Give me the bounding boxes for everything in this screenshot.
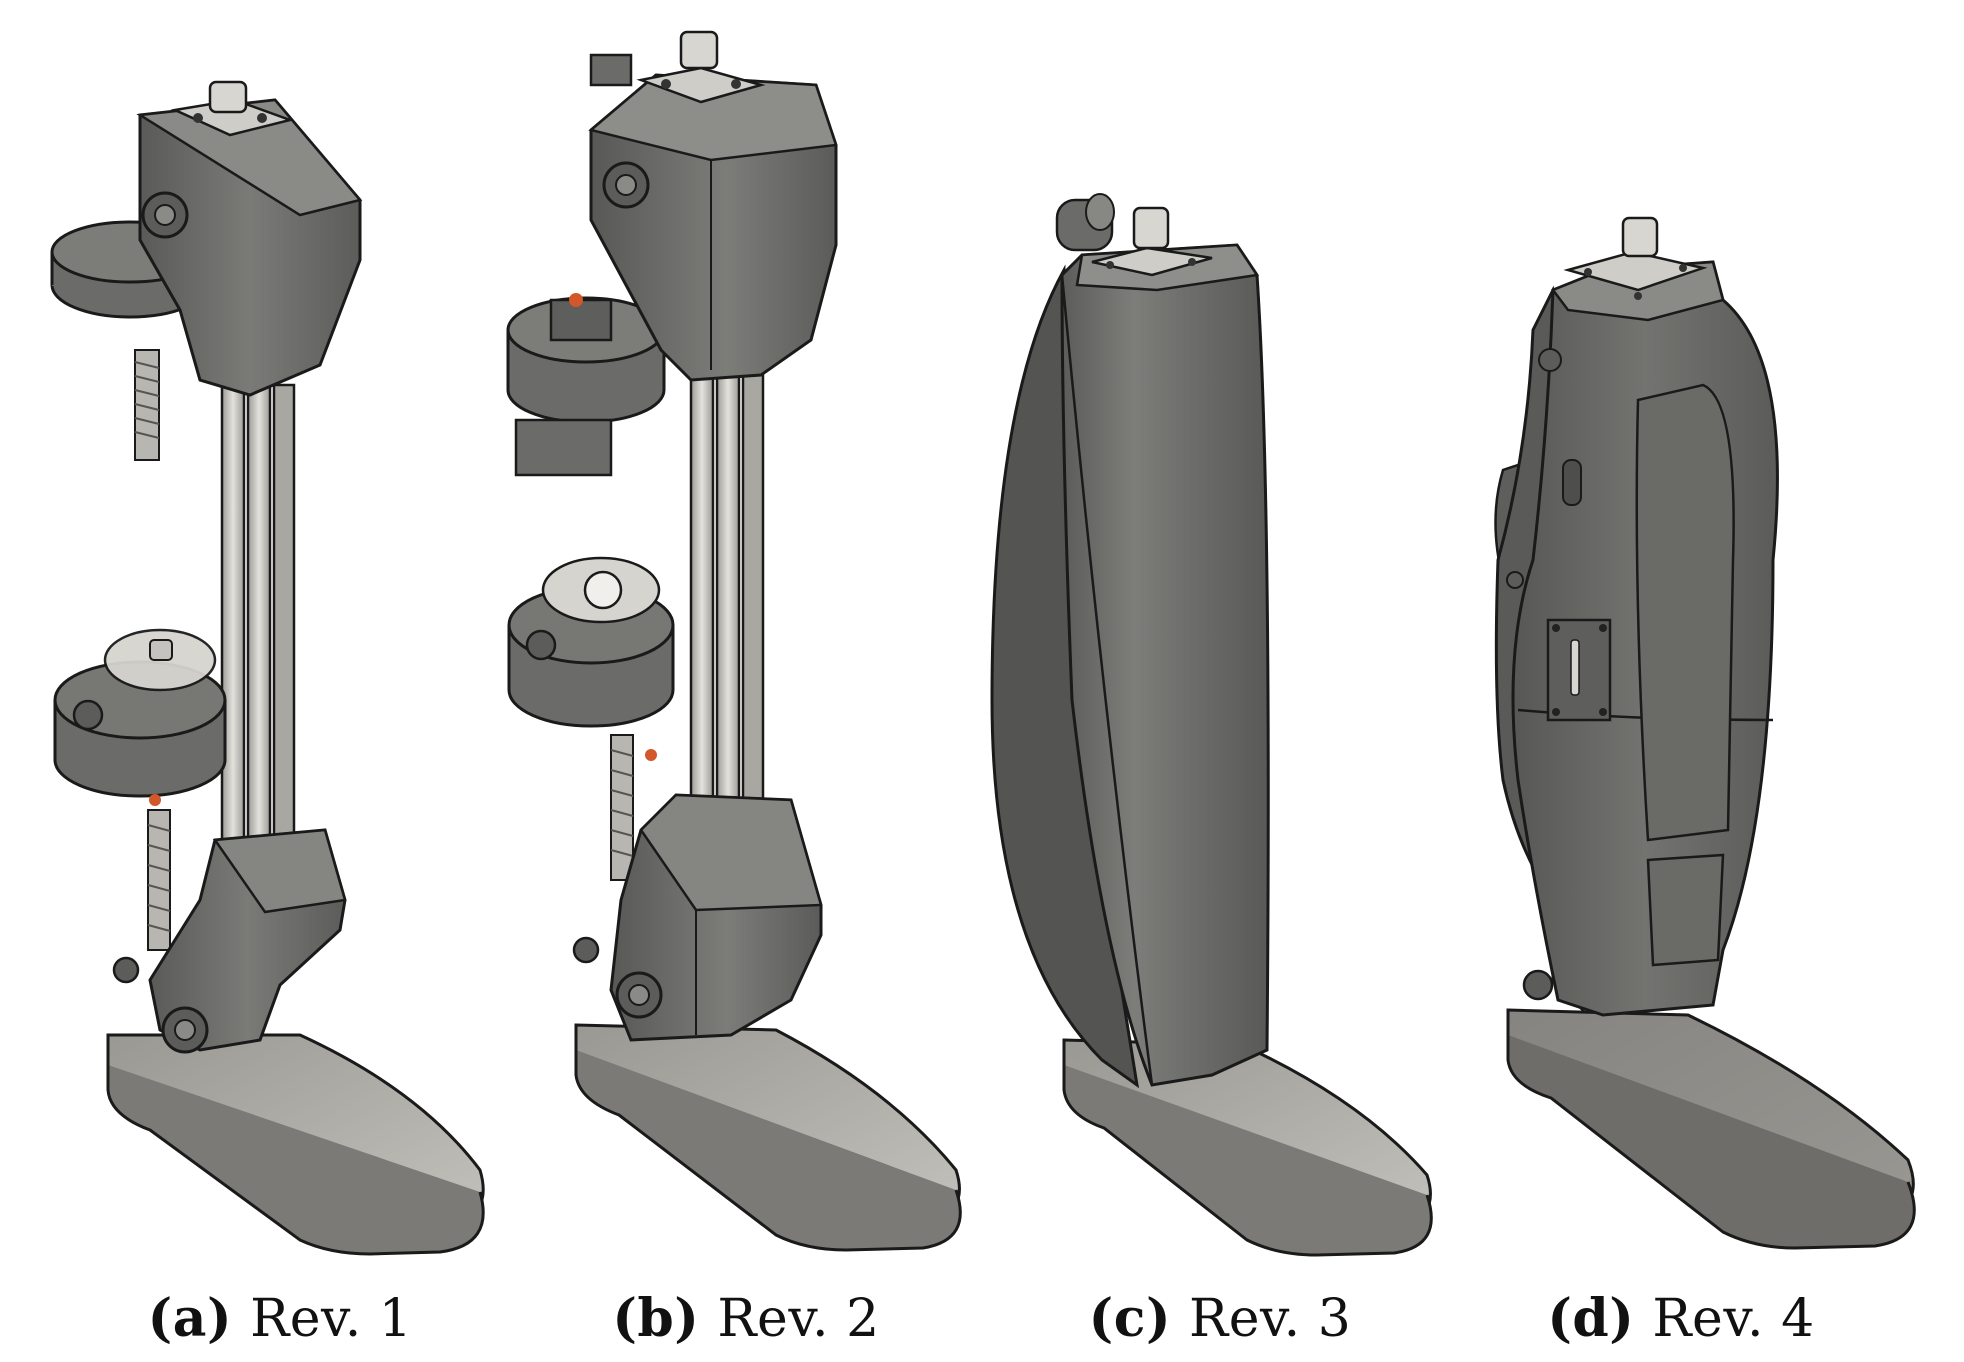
rev-4-render [1494,216,1916,1250]
rev-2-render [506,30,962,1252]
caption-tag: (d) [1547,1288,1635,1349]
caption-tag: (c) [1088,1288,1172,1349]
caption-rev-4: (d) Rev. 4 [1547,1288,1814,1349]
panel-rev-1: (a) Rev. 1 [0,0,491,1362]
pyramid-adapter [1563,250,1708,292]
pylon-rail [220,378,246,842]
caption-label: Rev. 2 [717,1289,880,1349]
caption-label: Rev. 1 [250,1289,413,1349]
caption-rev-3: (c) Rev. 3 [1089,1288,1352,1349]
panel-rev-4: (d) Rev. 4 [1473,0,1964,1362]
pylon-rail [689,358,715,822]
pyramid-adapter [636,66,766,104]
panel-rev-2: (b) Rev. 2 [491,0,982,1362]
shell-front [1060,243,1270,1087]
caption-label: Rev. 3 [1189,1289,1352,1349]
rev-3-render [990,193,1433,1257]
caption-tag: (a) [147,1288,233,1349]
panel-rev-3: (c) Rev. 3 [982,0,1473,1362]
rev-1-render [50,80,485,1256]
caption-tag: (b) [612,1288,700,1349]
caption-rev-1: (a) Rev. 1 [148,1288,413,1349]
caption-label: Rev. 4 [1652,1289,1815,1349]
caption-rev-2: (b) Rev. 2 [612,1288,879,1349]
pyramid-adapter [1091,246,1213,277]
